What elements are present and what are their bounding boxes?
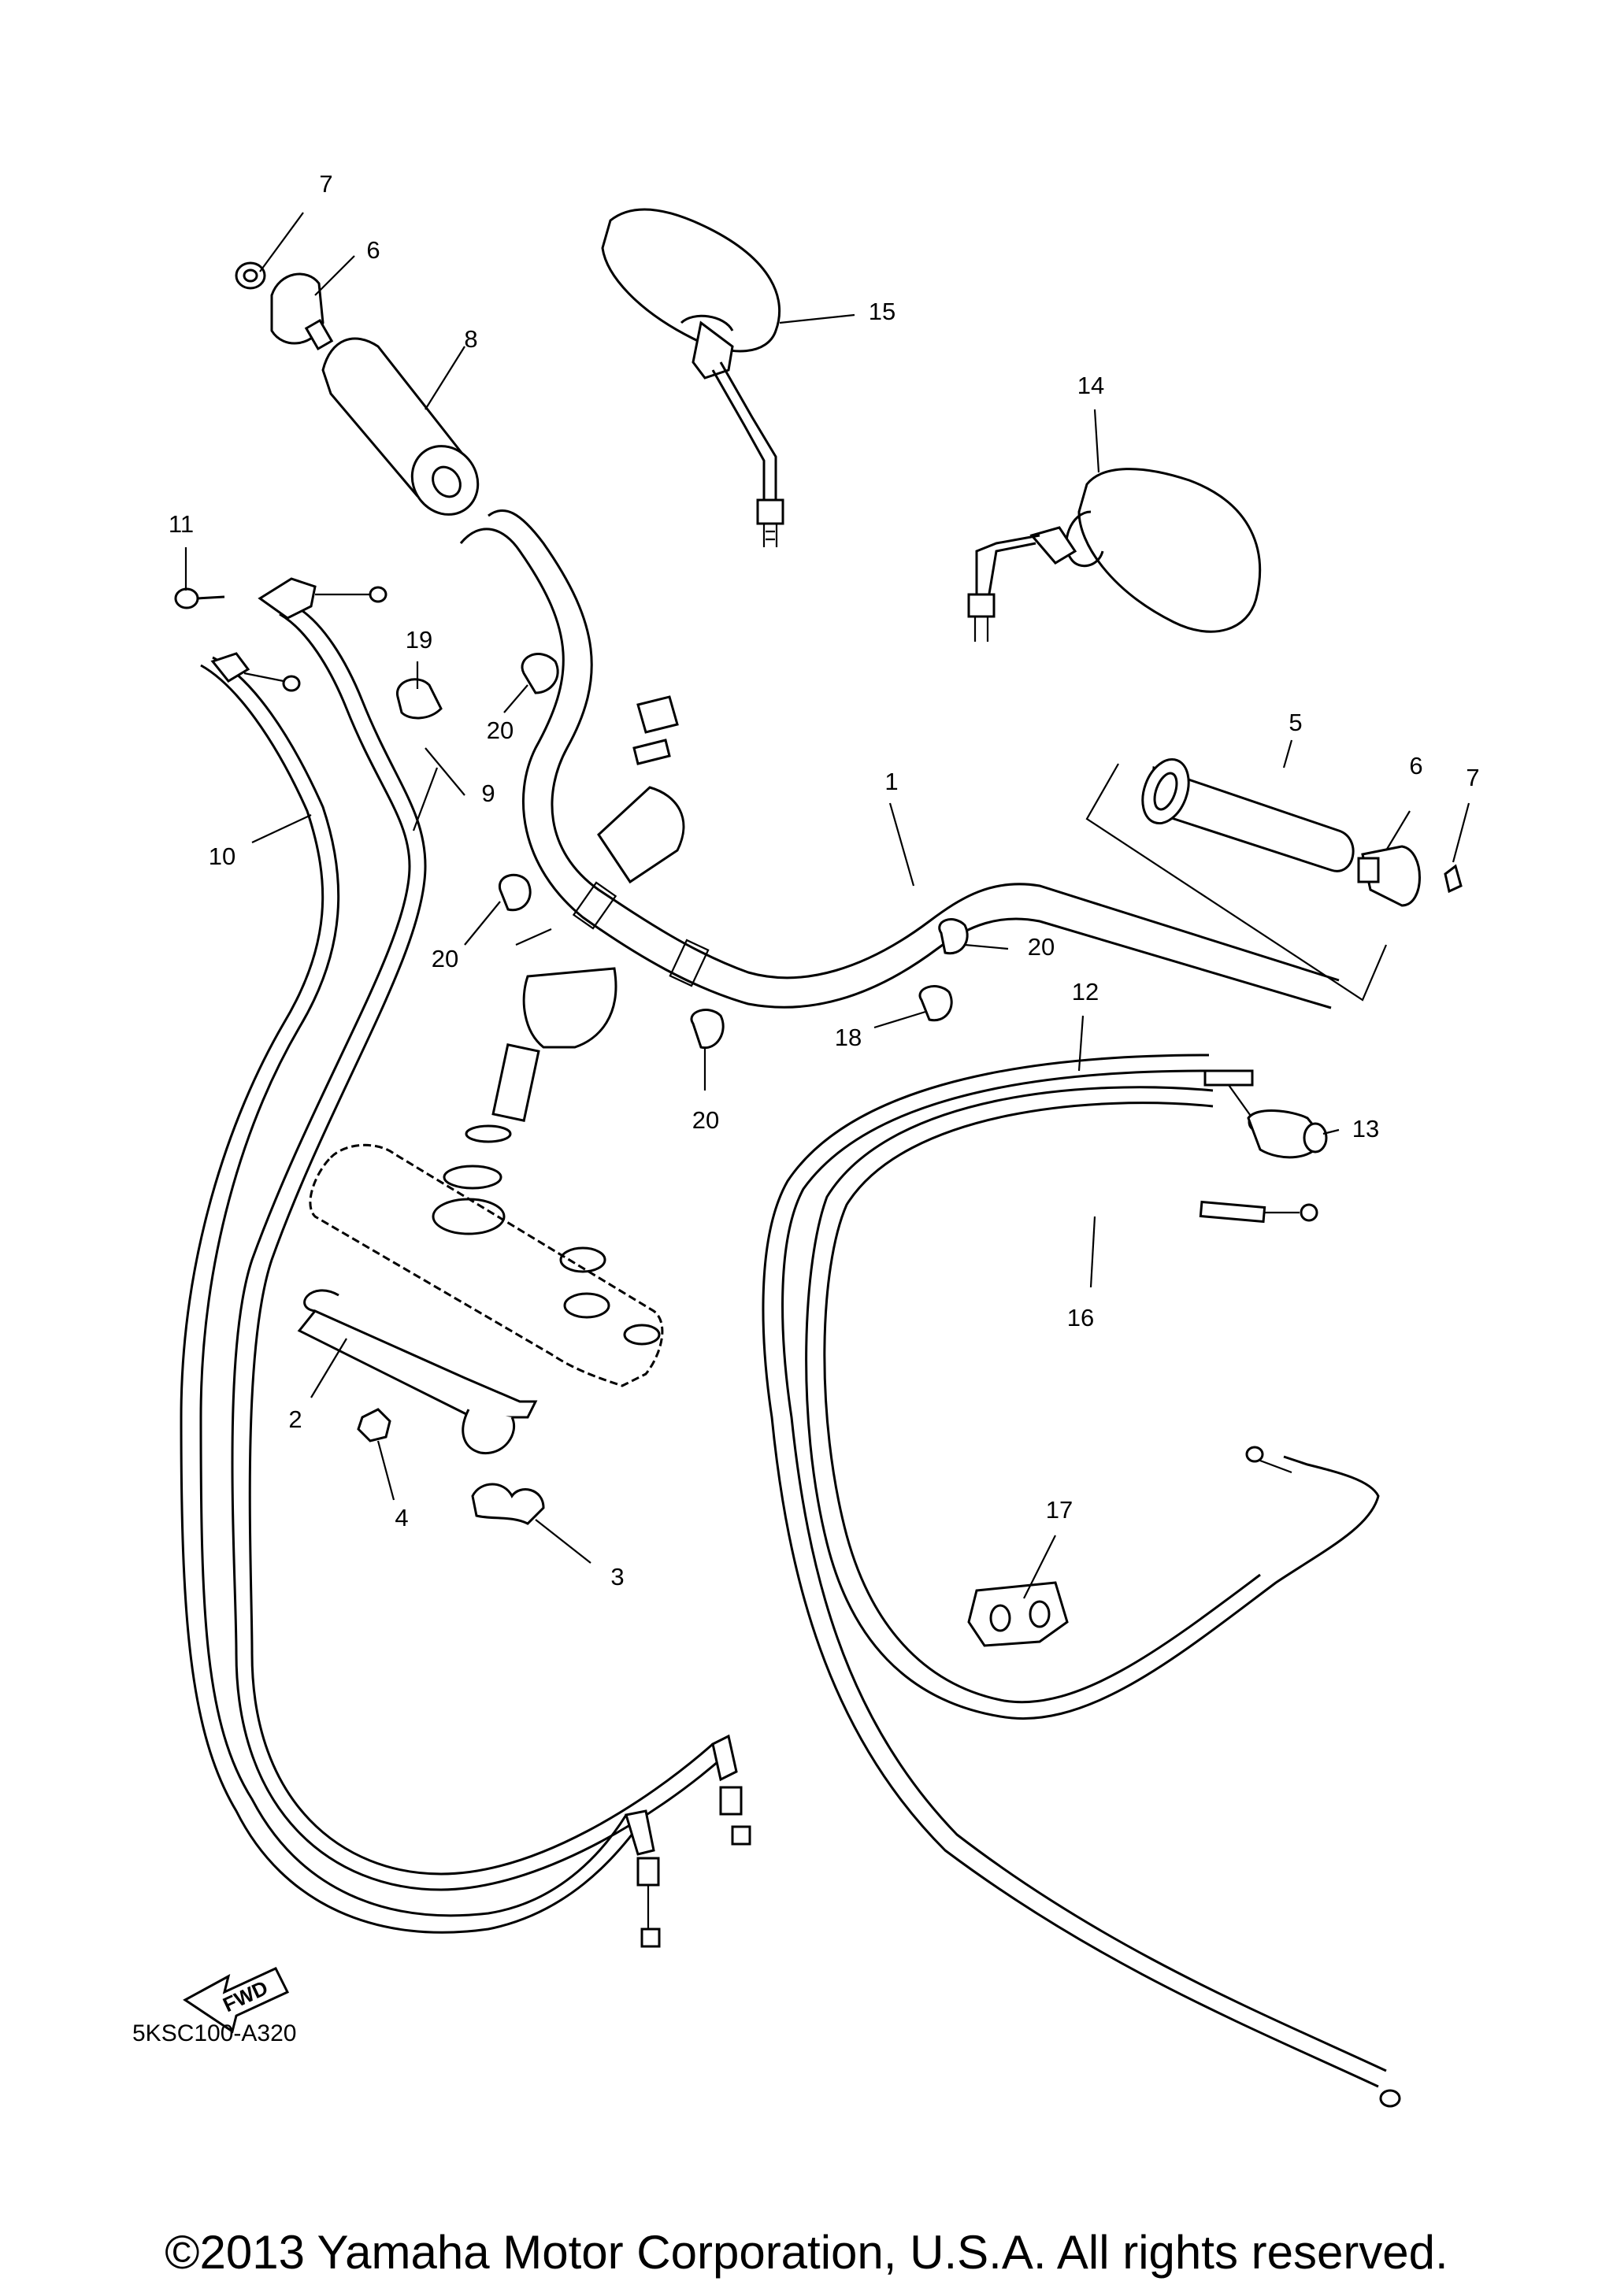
label-5: 5 xyxy=(1289,709,1302,736)
right-mirror xyxy=(601,208,784,547)
throttle-cables xyxy=(180,577,751,1948)
fwd-arrow: FWD xyxy=(183,1967,290,2034)
label-20b: 20 xyxy=(432,945,458,972)
label-13: 13 xyxy=(1352,1115,1379,1142)
handlebar-riser xyxy=(443,695,685,1190)
leader-lines xyxy=(184,212,1470,1599)
label-15: 15 xyxy=(869,298,895,325)
label-16: 16 xyxy=(1067,1304,1094,1331)
label-1: 1 xyxy=(884,768,898,795)
label-20a: 20 xyxy=(487,717,514,744)
label-12: 12 xyxy=(1072,978,1099,1005)
label-6a: 6 xyxy=(366,236,380,264)
label-20d: 20 xyxy=(692,1106,719,1134)
diagram-code: 5KSC100-A320 xyxy=(132,2020,296,2046)
label-19: 19 xyxy=(406,626,432,654)
label-3: 3 xyxy=(610,1563,624,1591)
part-labels: 1 2 3 4 5 6 6 7 7 8 9 10 11 12 13 14 15 … xyxy=(169,170,1480,1591)
handlebar xyxy=(459,509,1340,1009)
upper-bracket xyxy=(309,1143,664,1387)
label-7b: 7 xyxy=(1466,764,1479,791)
left-mirror xyxy=(967,468,1262,642)
label-14: 14 xyxy=(1077,372,1104,399)
cable-bracket xyxy=(297,1289,538,1454)
screw xyxy=(174,587,225,609)
label-18: 18 xyxy=(835,1024,862,1051)
left-grip xyxy=(321,337,480,516)
label-8: 8 xyxy=(464,325,477,353)
right-grip xyxy=(1085,757,1388,1002)
label-6b: 6 xyxy=(1409,752,1422,780)
right-grip-end xyxy=(1357,845,1463,907)
label-7a: 7 xyxy=(319,170,332,198)
clutch-cable xyxy=(762,1054,1401,2108)
label-9: 9 xyxy=(481,780,495,807)
copyright-notice: ©2013 Yamaha Motor Corporation, U.S.A. A… xyxy=(165,2226,1448,2279)
label-10: 10 xyxy=(209,842,235,870)
left-grip-end xyxy=(235,261,334,351)
cable-clips xyxy=(396,653,969,1050)
label-11: 11 xyxy=(169,510,194,538)
label-2: 2 xyxy=(288,1405,302,1433)
cable-holder-clip xyxy=(967,1581,1069,1647)
label-4: 4 xyxy=(395,1504,408,1531)
label-20c: 20 xyxy=(1028,933,1055,961)
cable-clamp xyxy=(471,1483,545,1525)
label-17: 17 xyxy=(1046,1496,1073,1524)
